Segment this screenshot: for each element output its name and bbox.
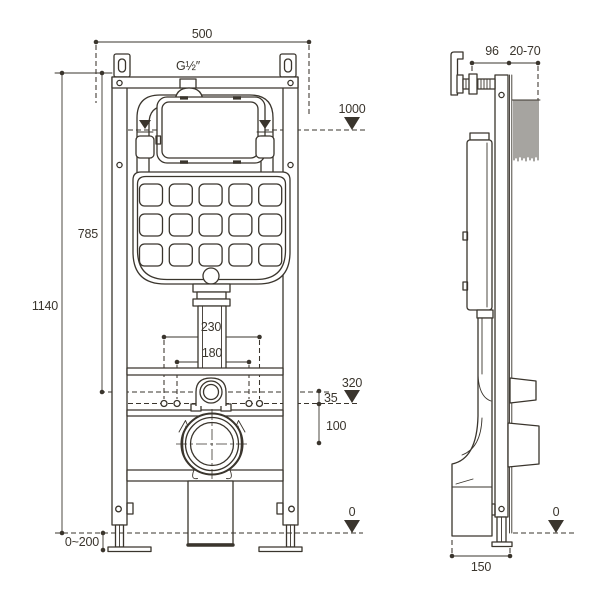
top-rail xyxy=(111,76,299,89)
water-level-marks xyxy=(135,120,275,159)
floor-reference xyxy=(55,530,363,553)
level-0-label-front: 0 xyxy=(349,505,356,519)
dim-label-500: 500 xyxy=(192,27,213,41)
level-0-label-side: 0 xyxy=(553,505,560,519)
cistern-side xyxy=(462,132,493,311)
wall-hatch xyxy=(513,99,539,162)
dim-label-35: 35 xyxy=(324,391,338,405)
waste-outlet xyxy=(176,409,248,480)
dim-label-leg-range: 0~200 xyxy=(65,535,99,549)
access-panel xyxy=(155,96,267,164)
frame-post xyxy=(489,74,509,518)
flush-pipe-front xyxy=(192,283,231,373)
anchor-tab-left xyxy=(113,53,131,78)
pan-fixing-holes xyxy=(160,399,264,408)
supply-fitting xyxy=(190,377,232,412)
dim-label-230: 230 xyxy=(201,320,222,334)
cross-rails xyxy=(126,367,284,482)
level-0-marker-front xyxy=(344,520,360,533)
dim-label-150: 150 xyxy=(471,560,492,574)
threaded-rod xyxy=(462,73,496,95)
dim-label-96: 96 xyxy=(485,44,499,58)
upright-left xyxy=(111,76,128,526)
cistern-grid xyxy=(138,183,283,267)
wall-stubs xyxy=(507,377,540,468)
level-320-marker xyxy=(344,390,360,403)
dim-label-180: 180 xyxy=(202,346,223,360)
dim-label-1000: 1000 xyxy=(338,102,365,116)
side-leg xyxy=(491,516,513,548)
side-floor-reference xyxy=(449,520,576,559)
level-1000-marker xyxy=(344,117,360,130)
outlet-bend-box xyxy=(186,480,235,547)
flush-valve-port xyxy=(202,267,220,285)
thread-label: G½″ xyxy=(176,59,201,73)
dim-label-320: 320 xyxy=(342,376,363,390)
wall-bracket xyxy=(450,51,496,96)
anchor-tab-right xyxy=(279,53,297,78)
dim-label-20-70: 20-70 xyxy=(510,44,541,58)
dim-label-1140: 1140 xyxy=(32,299,58,313)
flush-pipe-side xyxy=(451,309,494,537)
dim-label-100: 100 xyxy=(326,419,347,433)
adjustable-legs xyxy=(107,502,303,553)
side-view: 96 20-70 150 0 xyxy=(449,44,576,574)
cistern xyxy=(132,171,291,285)
upright-right xyxy=(282,76,299,526)
dim-label-785: 785 xyxy=(78,227,99,241)
level-markers-front xyxy=(344,117,360,533)
front-view: 500 G½″ 1000 785 1140 230 180 320 35 100… xyxy=(32,27,366,553)
frame-bow-outer xyxy=(136,94,274,183)
level-0-marker-side xyxy=(548,520,564,533)
